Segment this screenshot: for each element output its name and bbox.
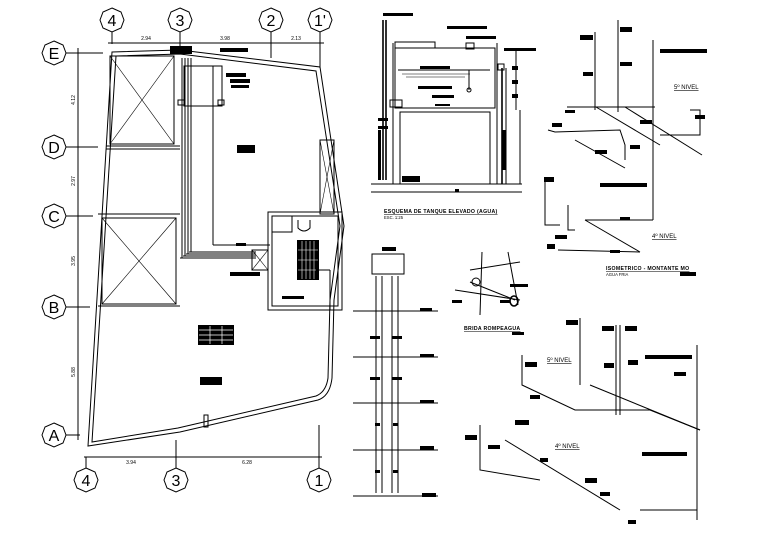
- left-axis-D: D: [41, 134, 98, 160]
- left-axis-A: A: [41, 422, 80, 448]
- axis-label: D: [48, 140, 60, 157]
- axis-label: 4: [82, 473, 91, 490]
- isometric-subtitle: AGUA FRIA: [606, 272, 629, 277]
- top-axis-1prime: 1': [307, 7, 333, 68]
- dim-label: 2.97: [71, 176, 77, 186]
- tank-room: [251, 211, 343, 311]
- dim-label: 2.94: [141, 36, 151, 42]
- axis-label: B: [49, 300, 60, 317]
- left-axis-B: B: [41, 294, 90, 320]
- top-axis-4: 4: [99, 7, 125, 44]
- bottom-axis-4: 4: [73, 457, 99, 493]
- isometric-riser-upper: 5º NIVEL 4º NIVEL ISOMETRICO - MONTANTE …: [544, 20, 707, 277]
- axis-label: 4: [108, 13, 117, 30]
- axis-label: 3: [176, 13, 185, 30]
- axis-label: 1': [314, 13, 326, 30]
- level-5-label-2: 5º NIVEL: [547, 357, 572, 364]
- dim-label: 3.94: [126, 460, 136, 466]
- tank-section-drawing: ESQUEMA DE TANQUE ELEVADO (AGUA) ESC. 1:…: [371, 13, 536, 220]
- dim-label: 4.12: [71, 95, 77, 105]
- axis-label: A: [49, 428, 60, 445]
- stair-grid: [198, 325, 234, 345]
- dim-label: 3.98: [220, 36, 230, 42]
- dim-label: 6.28: [242, 460, 252, 466]
- level-4-label: 4º NIVEL: [652, 233, 677, 240]
- brida-rompeagua-title: BRIDA ROMPEAGUA: [464, 326, 520, 332]
- pipe-runs: [177, 58, 270, 259]
- left-axis-C: C: [41, 203, 93, 229]
- bottom-axis-3: 3: [163, 440, 189, 493]
- shaft-top: [106, 55, 180, 150]
- axis-label: 3: [172, 473, 181, 490]
- tank-section-title: ESQUEMA DE TANQUE ELEVADO (AGUA): [384, 209, 498, 215]
- level-5-label: 5º NIVEL: [674, 84, 699, 91]
- level-4-label-2: 4º NIVEL: [555, 443, 580, 450]
- riser-diagram: [353, 247, 438, 497]
- bottom-axis-1: 1: [306, 425, 332, 493]
- axis-label: 2: [267, 13, 276, 30]
- brida-rompeagua-detail: BRIDA ROMPEAGUA: [452, 251, 528, 335]
- left-axis-E: E: [41, 40, 103, 66]
- dim-label: 3.95: [71, 256, 77, 266]
- isometric-title: ISOMETRICO - MONTANTE MO: [606, 266, 689, 272]
- isometric-riser-lower: 5º NIVEL 4º NIVEL: [465, 318, 701, 524]
- building-outline: [87, 49, 345, 447]
- axis-label: C: [48, 209, 60, 226]
- top-axis-3: 3: [167, 7, 193, 52]
- shaft-right: [319, 139, 335, 215]
- dim-label: 5.88: [71, 367, 77, 377]
- door-jamb: [203, 414, 209, 428]
- axis-label: E: [49, 46, 60, 63]
- shaft-middle: [98, 213, 180, 307]
- floor-plan: 4 3 2 1' 2.94 3.98 2.13 E: [41, 7, 345, 493]
- top-axis-2: 2: [258, 7, 284, 58]
- dim-label: 2.13: [291, 36, 301, 42]
- axis-label: 1: [315, 473, 324, 490]
- tank-section-scale: ESC. 1:25: [384, 215, 404, 220]
